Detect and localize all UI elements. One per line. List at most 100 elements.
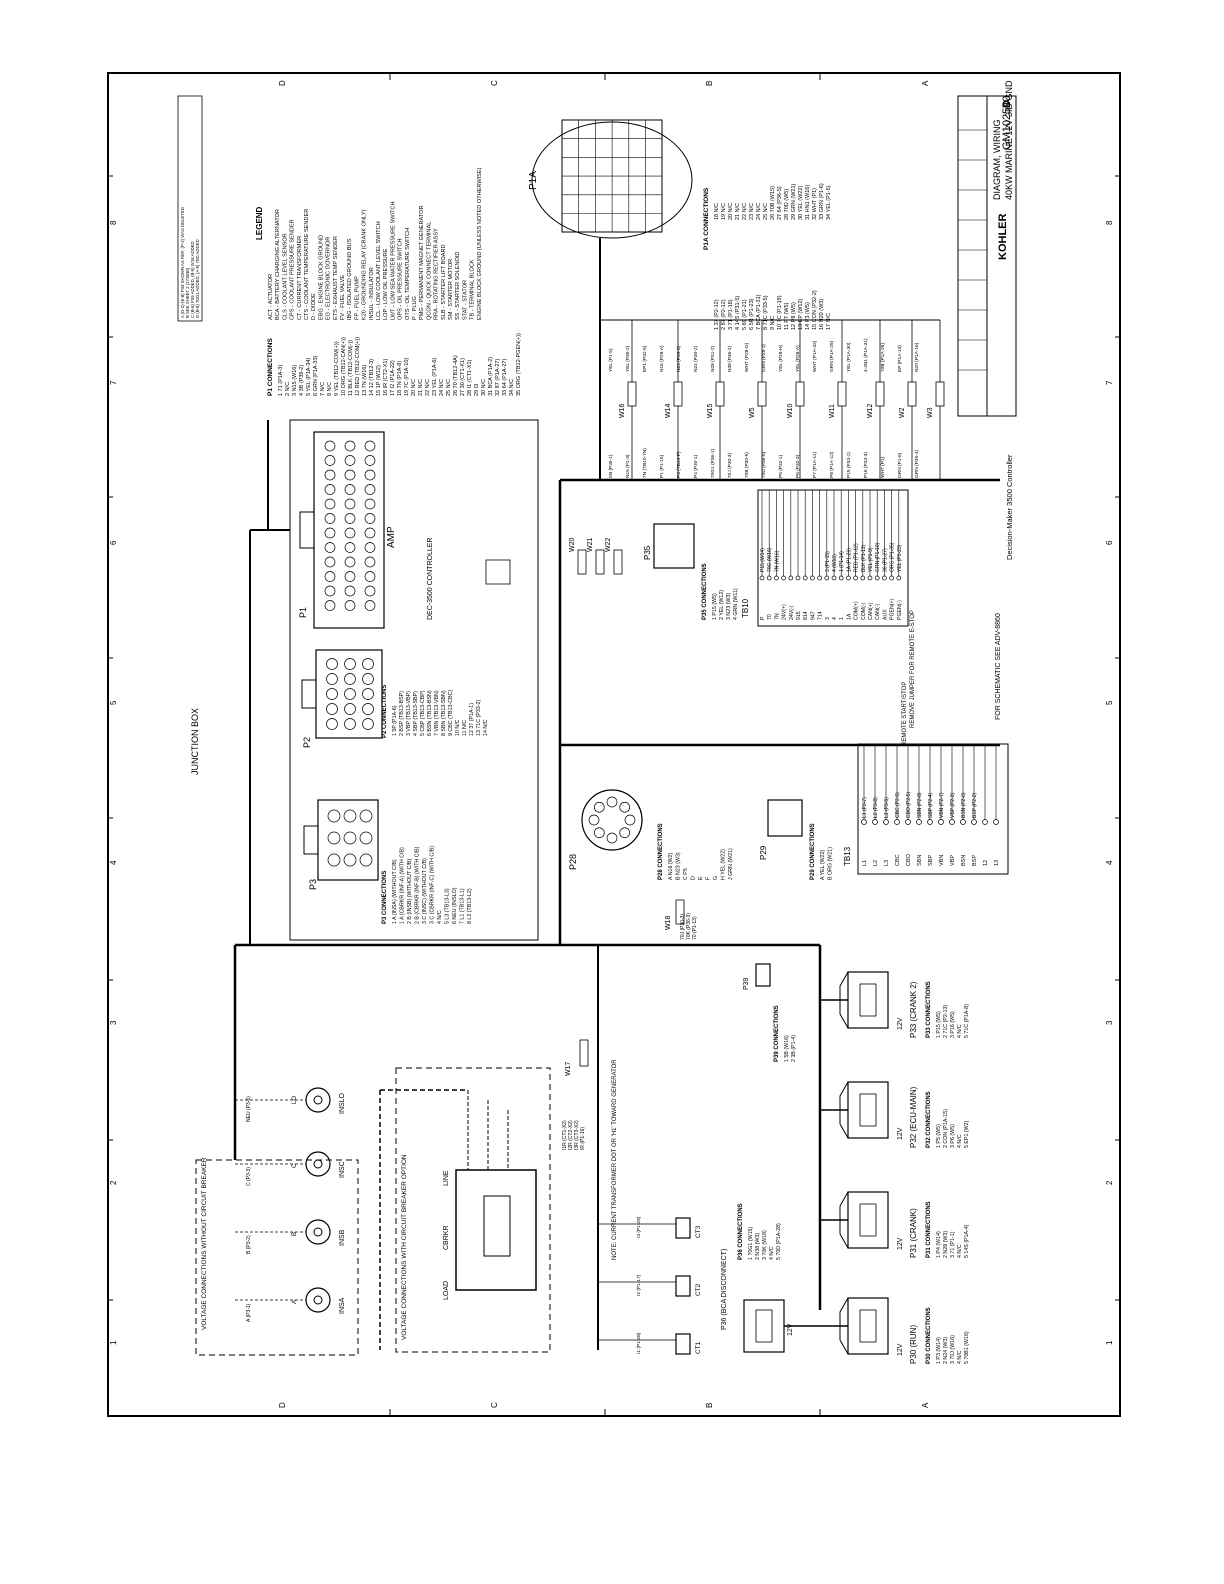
p28-label: P28 [568, 854, 578, 870]
tb10-wire-label: YEL (P1-23) [897, 544, 903, 572]
tb13-screw [993, 819, 999, 825]
p1a-connection-row: 34 YEL (P1-5) [826, 185, 832, 220]
harness-wire-label: N28 (P31-2) [710, 345, 716, 372]
relay-plug-body [847, 1297, 889, 1355]
p29-label: P29 [759, 845, 768, 860]
p1a-connection-row: 17 N/C [826, 313, 832, 330]
drawing-title-line-2: 40KW MARINE 12V 3ID GND [1004, 80, 1014, 200]
tb10-block [757, 489, 909, 627]
w17-wire: I1R (CT1-X2) [562, 1120, 568, 1150]
w18-wire: 70J (P30-3) [680, 914, 686, 940]
p36-voltage: 12V [787, 1323, 794, 1336]
insulator-insb-label: INSB [339, 1229, 346, 1246]
legend-item: SLB - STARTER LIFT BOARD [441, 244, 447, 320]
p1-label: P1 [298, 607, 308, 618]
p1-connection-row: 5 YEL (P1A-34) [306, 358, 312, 396]
p1a-connection-row: 23 N/C [749, 203, 755, 220]
zone-col-left-8: 8 [109, 220, 118, 225]
harness-wire-label: 70J (P30-3) [727, 453, 733, 478]
p2-pin [344, 673, 356, 685]
legend-item: ACT - ACTUATOR [268, 274, 274, 320]
p28-connection-row: E [698, 876, 704, 880]
harness-w2-label: W2 [899, 407, 906, 418]
drawing-rev: D [1001, 100, 1013, 108]
controller-label: DEC-3500 CONTROLLER [427, 538, 434, 620]
relay-plug-connection-row: 1 P5 (W5) [936, 1124, 942, 1148]
p36-connector-core [755, 1309, 773, 1343]
tb10-screw [838, 575, 844, 581]
p1a-connection-row: 27 64 (P36-5) [777, 186, 783, 220]
p1a-connection-row: 14 P3 (W5) [805, 302, 811, 330]
drawing-number: GM102540 [1001, 96, 1013, 150]
p2-connection-row: 2 BSP (TB13-BSP) [399, 691, 405, 736]
harness-w21-label: W21 [587, 538, 594, 553]
tb13-label: TB13 [843, 846, 852, 866]
p3-connection-row: 7 L1 (TB13-L1) [460, 888, 466, 924]
w17-wire: I3R (CT3-X2) [574, 1120, 580, 1150]
harness-wire-label: P3 (TB10-P) [676, 451, 682, 478]
remote-jumper-label: REMOVE JUMPER FOR REMOTE E-STOP [910, 610, 916, 728]
footnote-controller: Decision-Maker 3500 Controller [1005, 454, 1014, 560]
wiring-layer [108, 73, 1120, 1416]
harness-wire-label: 4-4N1 (P1A-31) [863, 338, 869, 372]
relay-plug-connection-row: 2 71C (P2-13) [943, 1004, 949, 1038]
harness-wire-label: P8 (P1A-12) [829, 451, 835, 478]
harness-w3-label: W3 [927, 407, 934, 418]
p28-pin [624, 814, 636, 826]
p2-connection-row: 14 N/C [483, 719, 489, 736]
p1-connection-row: 3 N15 (W16) [292, 365, 298, 396]
tb10-wire-label: 3 (P1-15) [825, 551, 831, 572]
p1-pin [324, 571, 336, 582]
tb10-wire-label: 70G (W16) [767, 547, 773, 572]
p3-pin [327, 831, 341, 845]
tb10-wire-label: 1A (P1-26) [846, 548, 852, 572]
p1-pin [344, 440, 356, 452]
p3-connection-row: 1 A (INSA) (WITHOUT C/B) [392, 859, 398, 924]
harness-wire-label: N16 (P28-A) [659, 345, 665, 372]
harness-w21-shield [595, 549, 605, 575]
relay-plug-label: P31 (CRANK) [909, 1208, 918, 1258]
p3-connection-row: 2 B (INSB) (WITHOUT C/B) [407, 859, 413, 924]
p1a-connections-title: P1A CONNECTIONS [703, 187, 710, 250]
harness-wire-label: 5N (P39-1) [608, 454, 614, 478]
relay-plug-label: P33 (CRANK 2) [909, 981, 918, 1038]
tb10-terminal: 3 [825, 617, 831, 620]
p1-connection-row: 7 N/C [320, 382, 326, 396]
p1-connection-row: 19 7C (P1A-10) [404, 358, 410, 396]
zone-col-right-3: 3 [1105, 1020, 1114, 1025]
tb10-screw [795, 575, 801, 581]
harness-wire-label: P1 (P1-15) [659, 454, 665, 478]
tb13-screw [971, 819, 977, 825]
tb10-screw [766, 575, 772, 581]
insulator-insb-stud [313, 1227, 323, 1237]
harness-wire-label: N15 (P1-3) [625, 454, 631, 478]
insulator-inslo-stud [313, 1095, 323, 1105]
voltage-no-breaker-frame [195, 1159, 359, 1356]
voltage-no-breaker-label: VOLTAGE CONNECTIONS WITHOUT CIRCUIT BREA… [201, 1157, 208, 1330]
p1a-label: P1A [528, 171, 539, 190]
harness-w18-label: W18 [665, 916, 672, 931]
current-transformer-ct1 [675, 1333, 691, 1355]
p35-connection-row: 1 P15 (W5) [712, 593, 718, 620]
ct-note: NOTE: CURRENT TRANSFORMER DOT OR 'H1' TO… [612, 1059, 618, 1260]
legend-item: D - DIODE [311, 293, 317, 320]
harness-wire-label: YEL (P1-5) [608, 348, 614, 372]
p1a-connection-row: 32 WHT (P1) [812, 188, 818, 220]
p1-pin [324, 556, 336, 568]
tb10-wire-label: YEL (P1-9) [868, 547, 874, 572]
harness-wire-label: GRN (P35-4) [914, 450, 920, 478]
p1-connection-row: 33 64 (P1A-27) [502, 359, 508, 396]
tb13-screw [949, 819, 955, 825]
p1-connection-row: 22 N/C [425, 379, 431, 396]
insulator-inslo-label: INSLO [339, 1092, 346, 1114]
legend-item: EBG - ENGINE BLOCK GROUND [318, 235, 324, 320]
relay-plug-connections-title: P33 CONNECTIONS [926, 981, 932, 1038]
p35-label: P35 [643, 545, 652, 560]
tb10-terminal: P [760, 616, 766, 620]
legend-item: CTS - COOLANT TEMPERATURE SENDER [304, 209, 310, 320]
p1-pin [344, 571, 356, 582]
zone-col-left-3: 3 [109, 1020, 118, 1025]
p3-connector-latch [303, 825, 319, 855]
p36-connection-row: 5 70D (P1A-28) [776, 1223, 782, 1260]
